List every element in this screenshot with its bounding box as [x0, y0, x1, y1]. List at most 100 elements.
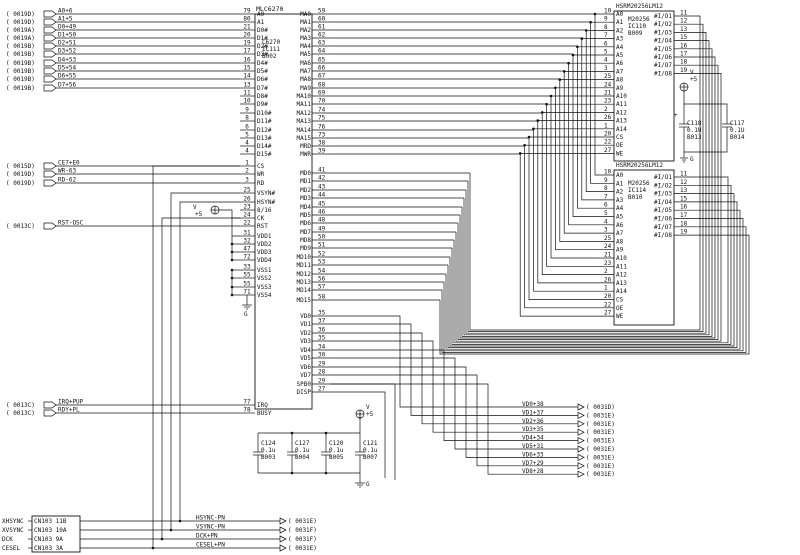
input-connector-tag: [43, 67, 57, 75]
controller-left-pin-number: 78: [243, 407, 251, 414]
sram-right-pin-number: 18: [680, 59, 688, 66]
controller-right-pin-number: 64: [318, 48, 326, 55]
power-symbol-controller: V +5: [193, 204, 220, 218]
input-signal-label: RDY+PL: [58, 407, 80, 414]
sync-branch: [161, 217, 240, 539]
input-signal-label: D2+51: [58, 40, 76, 47]
sram-left-pin-number: 10: [604, 169, 612, 176]
sram1-ref-part: M20256: [628, 16, 650, 23]
controller-left-pin-name: VSS3: [257, 284, 272, 291]
sync-pn-label: VSYNC-PN: [196, 524, 225, 531]
input-connector-tag: [43, 84, 57, 92]
sram-left-pin-number: 23: [604, 260, 612, 267]
cap-code: B004: [295, 454, 310, 461]
controller-right-pin-number: 28: [318, 369, 326, 376]
controller-right-pin-name: VD0: [300, 313, 311, 320]
cap-value: 0.1U: [730, 127, 745, 134]
input-connector-reference: ( 0019A): [6, 35, 35, 42]
controller-right-pin-name: MA13: [297, 118, 312, 125]
address-bus-wire: [330, 53, 597, 56]
input-signal-label: D5+54: [58, 65, 76, 72]
sram2-ref-part: M20256: [628, 180, 650, 187]
data-bus-route: [461, 48, 713, 337]
vd-signal-label: VD8+28: [522, 468, 544, 475]
address-bus-branch: [572, 55, 597, 217]
sram-left-pin-number: 2: [604, 268, 608, 275]
sram-left-pin-number: 27: [604, 310, 612, 317]
controller-left-pin-name: VDD4: [257, 257, 272, 264]
sync-reference: ( 0031E): [288, 518, 317, 525]
capr-top-rail: [683, 91, 728, 112]
vd-signal-label: VD3+35: [522, 426, 544, 433]
input-signal-label: RD-62: [58, 177, 76, 184]
address-bus-wire: [330, 128, 597, 131]
input-connector-reference: ( 0019B): [6, 43, 35, 50]
cap-reference: C118: [687, 120, 702, 127]
vd-wire: [330, 374, 578, 467]
sram-left-pin-name: A8: [616, 77, 624, 84]
controller-right-pin-name: MD1: [300, 178, 311, 185]
data-bus-route: [445, 209, 741, 350]
sram-left-pin-number: 3: [604, 65, 608, 72]
sram-right-pin-name: #I/O2: [654, 182, 672, 189]
junction-dot: [532, 127, 535, 131]
junction-dot: [527, 135, 531, 139]
controller-right-pin-number: 76: [318, 124, 326, 131]
input-connector-reference: ( 0019B): [6, 60, 35, 67]
sync-reference: ( 0031E): [288, 545, 317, 552]
junction-dot: [536, 119, 540, 122]
address-bus-branch: [559, 79, 597, 242]
cap-value: 0.1u: [363, 447, 378, 454]
vd-signal-label: VD4+34: [522, 435, 544, 442]
controller-right-pin-name: VD2: [300, 330, 311, 337]
controller-left-pin-name: D4#: [257, 60, 268, 67]
sram-left-pin-number: 5: [604, 49, 608, 56]
sync-signal-name: XVSYNC: [2, 527, 24, 534]
sram-left-pin-name: CS: [616, 297, 624, 304]
sram-left-pin-number: 6: [604, 40, 608, 47]
controller-left-pin-name: D14#: [257, 143, 272, 150]
vd-wire: [330, 357, 578, 450]
controller-right-pin-number: 54: [318, 268, 326, 275]
controller-left-pin-name: VSYN#: [257, 190, 275, 197]
controller-left-pin-number: 3: [245, 177, 249, 184]
controller-ref-part: C6270: [262, 39, 280, 46]
controller-left-pin-name: WR: [257, 171, 265, 178]
output-connector-arrow: [577, 437, 585, 445]
controller-title: MLC6270: [256, 5, 283, 13]
controller-right-pin-name: VD3: [300, 338, 311, 345]
controller-right-pin-name: MD12: [297, 271, 312, 278]
controller-right-pin-number: 36: [318, 327, 326, 334]
sram-left-pin-number: 8: [604, 24, 608, 31]
cap-value: 0.1u: [329, 447, 344, 454]
junction-dot: [523, 143, 526, 147]
sram-right-pin-number: 19: [680, 229, 688, 236]
sram-right-pin-number: 17: [680, 51, 688, 58]
sram-left-pin-name: CS: [616, 134, 624, 141]
cap-code: B003: [261, 454, 276, 461]
sram-left-pin-number: 26: [604, 276, 612, 283]
sram-right-pin-number: 15: [680, 34, 688, 41]
output-connector-arrow: [577, 420, 585, 428]
controller-right-pin-number: 39: [318, 148, 326, 155]
input-connector-reference: ( 0019B): [6, 51, 35, 58]
controller-right-pin-name: SPB0: [297, 381, 312, 388]
junction-dot: [230, 293, 234, 297]
sram1-right-pins: 11#I/O112#I/O213#I/O315#I/O416#I/O517#I/…: [654, 10, 695, 77]
junction-dot: [562, 70, 566, 73]
controller-right-pin-name: MD14: [297, 287, 312, 294]
sync-reference: ( 0031F): [288, 527, 317, 534]
sync-signal-name: DCK: [2, 536, 13, 543]
controller-left-pin-name: VDD2: [257, 241, 272, 248]
controller-left-pin-number: 16: [243, 57, 251, 64]
controller-left-pin-number: 14: [243, 73, 251, 80]
cap-reference: C127: [295, 440, 310, 447]
input-signal-label: IRQ+PUP: [58, 399, 84, 406]
controller-right-pin-number: 67: [318, 73, 326, 80]
input-connector-tag: [43, 179, 57, 187]
controller-right-pin-number: 63: [318, 40, 326, 47]
controller-right-pin-number: 56: [318, 276, 326, 283]
controller-right-pin-name: MA1: [300, 19, 311, 26]
